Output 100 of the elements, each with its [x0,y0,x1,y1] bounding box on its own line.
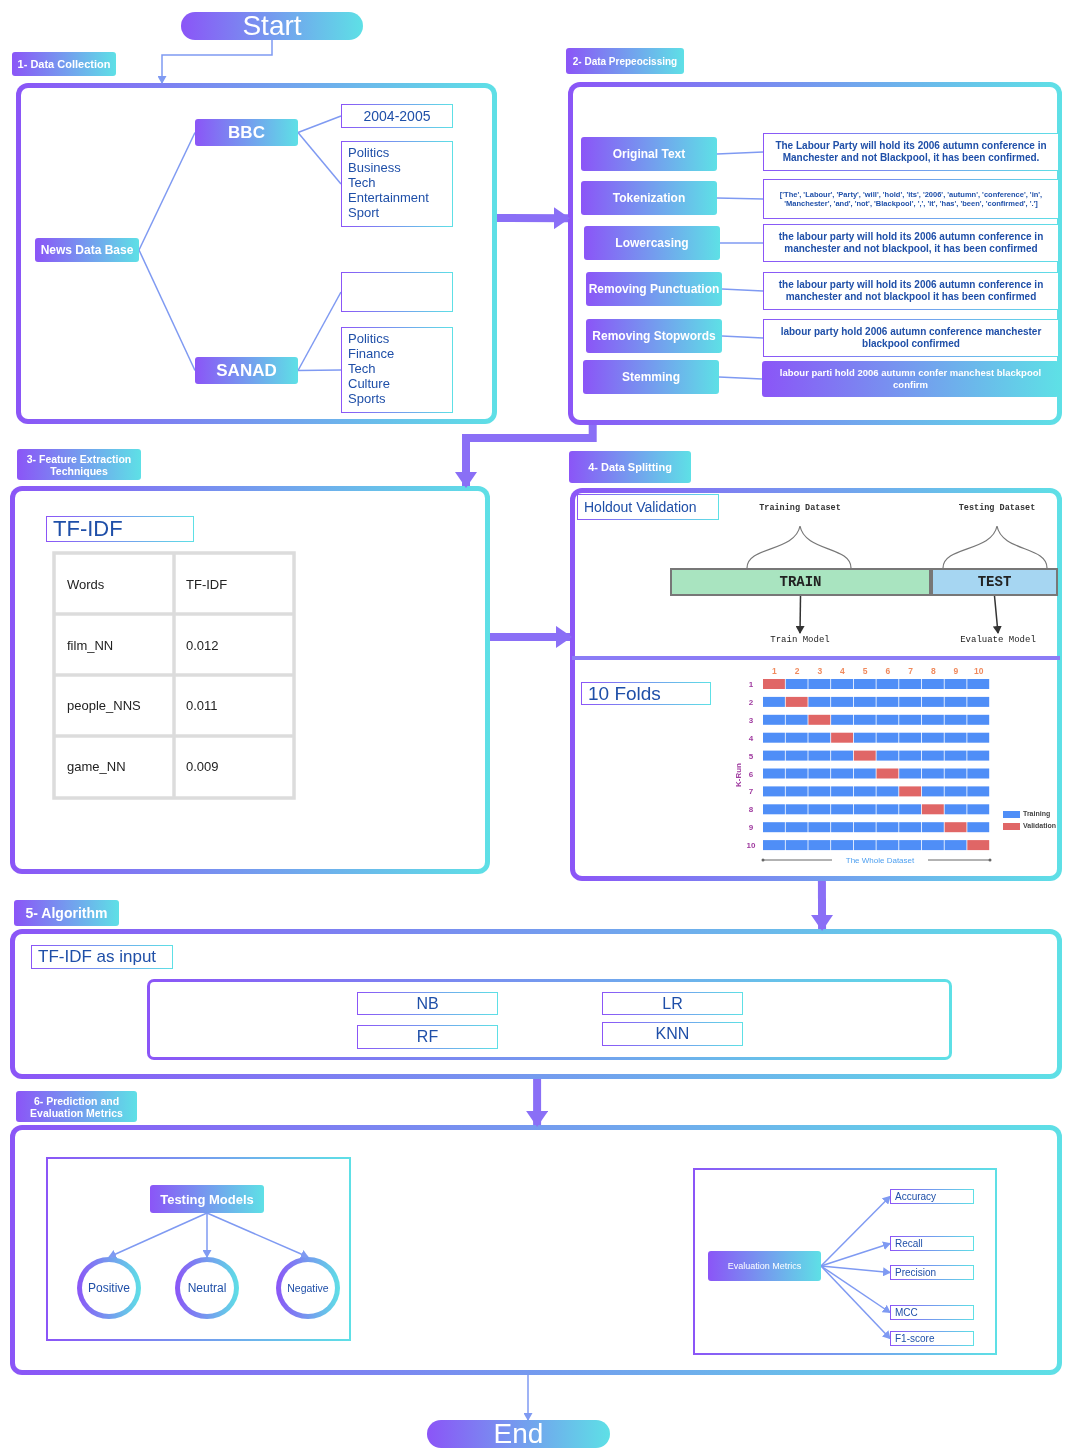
connector-line [716,197,764,200]
column-number: 3 [817,666,823,676]
box-label: Removing Punctuation [588,282,720,296]
text-box [357,1025,498,1049]
text-box [577,494,719,520]
box-label: BBC [228,122,265,143]
box-label: Politics Business Tech Entertainment Sport [348,146,430,221]
column-number: 4 [840,666,845,676]
arrow [820,1241,891,1267]
row-number: 7 [748,786,754,796]
box-label: the labour party will hold its 2006 autumn conference in manchester and not blackpool it has been confirmed [777,278,1045,304]
column-number: 8 [930,666,936,676]
box-label: Removing Stopwords [592,329,716,343]
box-label: RF [416,1028,439,1046]
connector-line [721,335,764,339]
column-number: 10 [973,666,984,676]
box-label: News Data Base [40,243,134,257]
row-number: 6 [748,769,754,778]
block-arrow [455,425,597,488]
process-box [584,226,720,260]
arrow [795,595,805,634]
box-label: labour parti hold 2006 autumn confer manchest blackpool confirm [778,366,1043,392]
box-label: 3- Feature Extraction Techniques [25,452,133,477]
text-box [763,133,1059,171]
box-label: The Labour Party will hold its 2006 autumn conference in Manchester and not Blackpool, it has been confirmed. [774,139,1048,165]
box-label: 5- Algorithm [25,905,108,921]
group-box [693,1168,997,1355]
process-box [581,181,717,215]
section-tag [12,52,116,76]
arrow [820,1195,891,1267]
column-number: 2 [794,666,800,676]
block-arrow [526,1079,549,1127]
box-label: Testing Models [160,1191,254,1207]
box-label: 4- Data Splitting [588,461,672,473]
box-label: 2- Data Prepeocissing [572,55,678,67]
process-box [195,357,298,384]
dataset-label: Training Dataset [759,503,841,513]
section-tag [566,48,684,74]
row-number: 5 [748,751,754,761]
box-label: Politics Finance Tech Culture Sports [348,332,396,407]
block-arrow [497,207,570,230]
row-number: 10 [746,840,756,850]
box-label: the labour party will hold its 2006 autumn conference in manchester and not blackpool, it has been confirmed [777,230,1045,256]
text-box [890,1305,974,1320]
connector-line [718,376,763,380]
section-tag [569,451,691,483]
process-box [762,361,1059,397]
box-label: TF-IDF [53,516,123,542]
text-box [31,945,173,969]
text-box [341,141,453,227]
connector-line [297,131,342,185]
connector-line [719,242,764,244]
output-label: Train Model [760,633,840,647]
box-label: Recall [895,1238,923,1249]
group-box [46,1157,351,1341]
text-box [602,992,743,1015]
arrow [202,1212,212,1258]
row-number: 9 [748,822,754,832]
connector-line [138,249,196,372]
process-box [583,360,719,394]
connector-line [138,131,196,251]
arrow [523,1374,533,1421]
arrow [206,1212,309,1259]
block-arrow [811,881,834,931]
box-label: Original Text [612,147,686,161]
text-box [357,992,498,1015]
text-box [763,319,1059,357]
box-label: TRAIN [779,574,822,590]
box-label: 10 Folds [588,682,661,705]
row-number: 1 [748,679,754,689]
column-number: 5 [862,666,868,676]
box-label: Neutral [187,1281,227,1295]
table-cell: 0.009 [186,758,219,774]
box-label: NB [416,994,439,1013]
text-box [602,1022,743,1046]
text-box [890,1236,974,1251]
box-label: Precision [895,1267,937,1278]
arrow [108,1212,208,1259]
split-bar [931,568,1058,596]
section-tag [14,900,119,926]
box-label: KNN [655,1025,690,1043]
row-number: 2 [748,697,754,707]
box-label: LR [662,994,683,1013]
text-box [763,224,1059,262]
group-box [147,979,952,1060]
axis-label: The Whole Dataset [843,855,917,865]
table-cell: film_NN [67,637,114,653]
table-cell: Words [67,576,105,592]
terminator-pill [427,1420,610,1448]
box-label: End [493,1418,544,1448]
box-label: TEST [977,574,1012,590]
section-tag [17,449,141,480]
process-box [586,272,722,306]
process-box [586,319,722,353]
text-box [890,1265,974,1280]
table-cell: game_NN [67,758,126,774]
text-box [890,1331,974,1346]
text-box [341,104,453,128]
arrow [992,595,1002,634]
box-label: 2004-2005 [363,108,431,124]
